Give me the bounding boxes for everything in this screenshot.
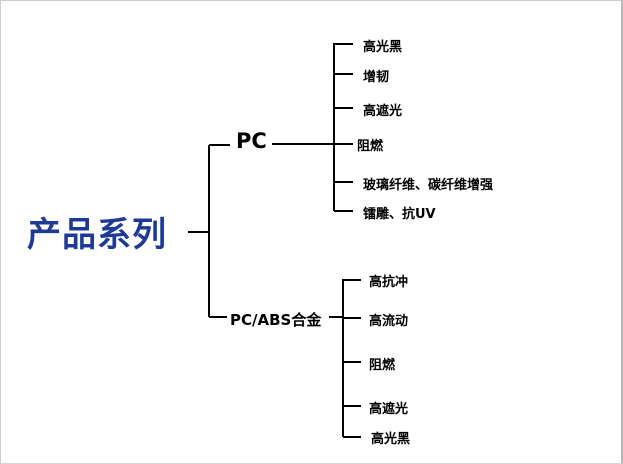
pcabs-leaf-item: 高光黑 [371,432,411,447]
branch-pc-abs-label: PC/ABS合金 [230,311,322,329]
pcabs-leaf-item: 阻燃 [369,358,396,373]
pc-leaf-item: 高遮光 [363,104,403,119]
pc-leaf-item: 阻燃 [357,139,384,154]
branch-pc-label: PC [236,129,267,153]
pc-leaf-item: 玻璃纤维、碳纤维增强 [363,178,494,193]
pc-leaf-item: 高光黑 [363,40,403,55]
pcabs-leaf-item: 高遮光 [369,402,409,417]
root-node-title: 产品系列 [27,215,167,255]
pcabs-leaf-item: 高流动 [369,314,409,329]
pcabs-leaf-item: 高抗冲 [369,275,409,290]
pc-leaf-item: 镭雕、抗UV [363,207,436,222]
pc-leaf-item: 增韧 [363,70,390,85]
